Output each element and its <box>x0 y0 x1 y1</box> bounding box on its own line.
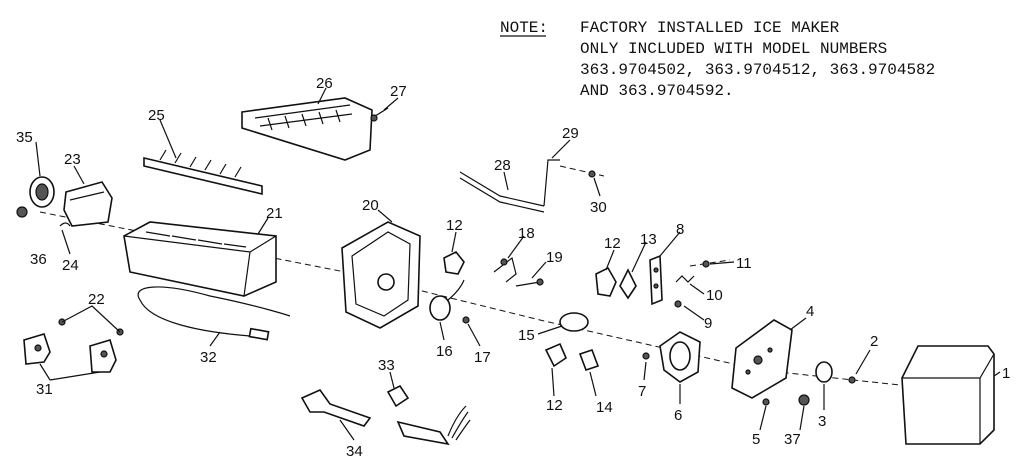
label-part-25: 25 <box>148 107 165 124</box>
label-part-36: 36 <box>30 251 47 268</box>
label-part-37: 37 <box>784 431 801 448</box>
label-part-17: 17 <box>474 349 491 366</box>
note-line-1: FACTORY INSTALLED ICE MAKER <box>580 19 840 37</box>
part-34-fill-tube <box>300 389 372 427</box>
label-part-9: 9 <box>704 315 712 332</box>
part-25-ejector-blade <box>143 149 263 196</box>
label-part-23: 23 <box>64 151 81 168</box>
part-11-screw <box>689 259 731 268</box>
part-22-screws <box>58 305 124 336</box>
part-33-clamp <box>386 384 410 408</box>
part-31-brackets <box>23 333 117 381</box>
label-part-27: 27 <box>390 83 407 100</box>
part-35-grommet <box>29 176 55 208</box>
part-5-screw <box>762 398 770 406</box>
part-24-clip <box>59 222 71 227</box>
part-14-coupler <box>578 348 600 372</box>
note-line-4: AND 363.9704592. <box>580 82 734 100</box>
label-part-34: 34 <box>346 443 363 460</box>
label-part-22: 22 <box>88 291 105 308</box>
leader-lines <box>35 87 1001 441</box>
part-6-motor <box>659 331 701 383</box>
part-labels: 1 2 3 4 5 6 7 8 9 10 11 12 12 12 13 14 1… <box>16 75 1010 460</box>
label-part-33: 33 <box>378 357 395 374</box>
label-part-12-b: 12 <box>604 235 621 252</box>
label-part-12-c: 12 <box>546 397 563 414</box>
label-part-35: 35 <box>16 129 33 146</box>
part-21-mold <box>123 221 277 297</box>
part-3-knob <box>815 361 833 383</box>
part-7-screw <box>642 352 650 360</box>
part-23-housing <box>63 181 113 227</box>
label-part-12-a: 12 <box>446 217 463 234</box>
part-1-cover <box>901 345 995 445</box>
part-34-wire-harness <box>396 405 471 446</box>
part-12-cam-middle <box>595 266 617 297</box>
label-part-6: 6 <box>674 407 682 424</box>
label-part-5: 5 <box>752 431 760 448</box>
label-part-26: 26 <box>316 75 333 92</box>
note-heading: NOTE: <box>500 19 548 37</box>
part-30-clip <box>559 165 605 178</box>
note-block: NOTE: FACTORY INSTALLED ICE MAKER ONLY I… <box>500 19 935 100</box>
label-part-4: 4 <box>806 303 814 320</box>
part-8-switch-arm <box>649 254 663 306</box>
part-20-support <box>341 221 421 329</box>
part-26-bracket <box>241 97 373 161</box>
label-part-8: 8 <box>676 221 684 238</box>
label-part-16: 16 <box>436 343 453 360</box>
label-part-7: 7 <box>638 383 646 400</box>
part-36-nut <box>16 206 28 218</box>
label-part-28: 28 <box>494 157 511 174</box>
label-part-15: 15 <box>518 327 535 344</box>
part-29-arm <box>543 159 560 207</box>
label-part-10: 10 <box>706 287 723 304</box>
label-part-14: 14 <box>596 399 613 416</box>
label-part-31: 31 <box>36 381 53 398</box>
part-13-spring <box>619 268 637 300</box>
part-15-fitting <box>559 312 589 332</box>
label-part-20: 20 <box>362 197 379 214</box>
part-9-screw <box>674 300 682 308</box>
part-37-nut <box>798 394 810 406</box>
label-part-21: 21 <box>266 205 283 222</box>
label-part-24: 24 <box>62 257 79 274</box>
label-part-3: 3 <box>818 413 826 430</box>
label-part-2: 2 <box>870 333 878 350</box>
label-part-29: 29 <box>562 125 579 142</box>
part-19-screw <box>515 278 544 287</box>
part-27-screw <box>370 107 389 122</box>
label-part-30: 30 <box>590 199 607 216</box>
label-part-13: 13 <box>640 231 657 248</box>
label-part-1: 1 <box>1002 365 1010 382</box>
part-12-cam-upper <box>443 250 465 275</box>
part-18-lever <box>493 256 517 283</box>
part-16-motor <box>429 279 465 321</box>
part-2-screw <box>848 376 856 384</box>
part-17-screw <box>462 316 470 324</box>
assembly-axis-line <box>39 211 901 386</box>
label-part-11: 11 <box>736 255 752 272</box>
part-4-mounting-plate <box>731 319 793 399</box>
note-line-3: 363.9704502, 363.9704512, 363.9704582 <box>580 61 935 79</box>
label-part-32: 32 <box>200 349 217 366</box>
note-line-2: ONLY INCLUDED WITH MODEL NUMBERS <box>580 40 887 58</box>
part-28-feeler-arm <box>459 171 545 213</box>
part-10-spring <box>675 275 695 283</box>
label-part-19: 19 <box>546 249 563 266</box>
part-12-cam-lower <box>544 342 567 368</box>
part-32-heater-wire <box>137 286 291 341</box>
label-part-18: 18 <box>518 225 535 242</box>
